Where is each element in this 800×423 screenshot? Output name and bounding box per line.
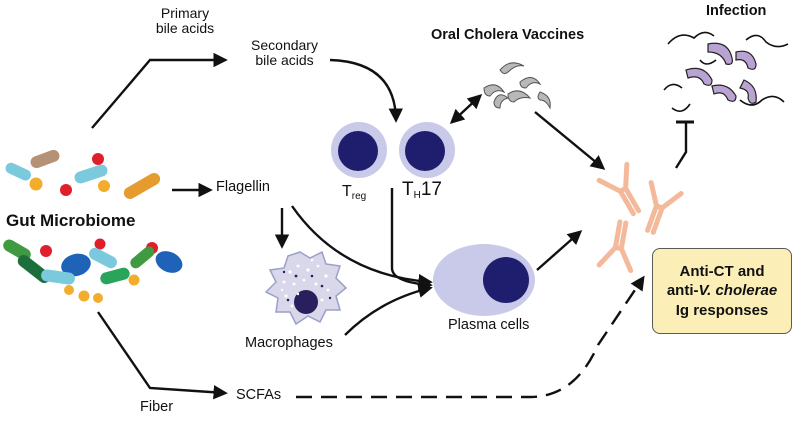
bacterium-red-dot (92, 153, 104, 165)
antibodies (596, 161, 684, 274)
antibody (596, 219, 634, 274)
bacterium-brown (30, 149, 60, 169)
arrow-th17-to-plasma (390, 188, 433, 292)
infection-bacterium (735, 50, 757, 70)
oral-cholera-vaccines-label: Oral Cholera Vaccines (431, 27, 585, 43)
plasma-cell-nucleus (483, 257, 529, 303)
arrow-secondary-bile-to-t-cells (329, 58, 403, 123)
callout-line3: Ig responses (675, 301, 769, 319)
infection-label: Infection (706, 3, 767, 19)
arrow-vaccines-to-antibodies (534, 111, 606, 170)
macrophage-granules (282, 270, 332, 302)
bacterium-orange-dot (29, 177, 43, 191)
secondary-bile-acids-line2: bile acids (255, 52, 314, 69)
macrophage-nucleus (294, 290, 318, 314)
treg-label: Treg (342, 183, 366, 202)
ig-responses-callout: Anti-CT and anti-V. cholerae Ig response… (652, 248, 792, 334)
bacterium-orange-dot (64, 285, 74, 295)
treg-label-main: T (342, 183, 352, 200)
vaccine-bacterium (537, 91, 551, 110)
antibody (645, 180, 684, 235)
th17-label-tail: 17 (420, 179, 442, 200)
bacterium-red-dot (60, 184, 72, 196)
arrows (91, 52, 694, 400)
bacterium-orange-dot (93, 293, 103, 303)
arrow-plasma-to-antibodies (536, 230, 583, 271)
infection-bacteria (663, 31, 789, 112)
infection-flagella (663, 31, 789, 112)
vaccine-bacterium (519, 77, 542, 89)
bacterium-orange-dot (128, 274, 140, 286)
plasma-cells-label: Plasma cells (448, 317, 530, 333)
vaccine-bacterium (507, 90, 532, 103)
scfas-label: SCFAs (236, 387, 282, 403)
macrophage-membrane (264, 250, 348, 326)
infection-bacterium (711, 84, 737, 102)
plasma-cell (433, 244, 535, 316)
th17-label: TH17 (402, 179, 442, 201)
bacterium-red-dot (40, 245, 52, 257)
primary-bile-acids-label: Primary bile acids (140, 5, 230, 37)
arrow-to-primary-bile-acids (91, 52, 228, 129)
bacterium-orange-rod (123, 173, 161, 199)
th17-nucleus (405, 131, 445, 171)
arrow-tcells-vaccines-bidirectional (449, 94, 483, 124)
gut-microbiome-label: Gut Microbiome (6, 211, 136, 230)
bacterium-cyan (74, 164, 108, 184)
bacterium-green (130, 246, 155, 269)
secondary-bile-acids-label: Secondary bile acids (232, 37, 337, 69)
bacterium-cyan (41, 269, 75, 285)
bacterium-cyan (5, 162, 31, 181)
macrophage-vesicles (280, 258, 330, 308)
macrophages-label: Macrophages (245, 335, 333, 351)
treg-label-sub: reg (351, 191, 367, 202)
arrow-macrophages-to-plasma (344, 283, 433, 336)
bacterium-orange-dot (98, 180, 110, 192)
vaccine-bacterium (483, 84, 506, 97)
vaccine-bacterium (493, 94, 510, 109)
callout-line2-prefix: anti- (666, 282, 699, 300)
secondary-bile-acids-line1: Secondary (251, 37, 318, 53)
primary-bile-acids-line1: Primary (160, 5, 210, 21)
callout-line2-italic: V. cholerae (698, 282, 778, 300)
treg-nucleus (338, 131, 378, 171)
primary-bile-acids-line2: bile acids (155, 20, 215, 37)
antibody (596, 161, 642, 217)
callout-line1: Anti-CT and (679, 262, 765, 280)
fiber-label: Fiber (140, 399, 174, 415)
flagellin-label: Flagellin (216, 179, 270, 195)
th17-label-sub: H (413, 190, 421, 201)
infection-cells (685, 42, 757, 104)
vaccine-bacteria (483, 62, 551, 110)
bacterium-red-dot (94, 238, 106, 250)
infection-bacterium (707, 42, 733, 65)
bacterium-green (100, 267, 130, 285)
arrow-flagellin-to-plasma (291, 205, 433, 289)
gut-microbiome-bacteria (3, 149, 183, 303)
vaccine-bacterium (499, 62, 525, 75)
callout-line2: anti-V. cholerae (667, 281, 777, 301)
arrow-scfas-to-ig-responses (296, 275, 645, 399)
infection-bacterium (685, 67, 713, 86)
arrow-to-fiber-scfas (97, 311, 228, 400)
bacterium-orange-dot (78, 290, 90, 302)
inhibition-antibodies-to-infection (674, 120, 688, 169)
bacterium-cyan (89, 247, 117, 269)
th17-label-main: T (402, 179, 414, 200)
infection-bacterium (739, 79, 757, 104)
t-cells (331, 122, 455, 178)
macrophage (264, 250, 348, 326)
bacterium-blue (155, 251, 183, 273)
bacterium-blue (61, 253, 91, 277)
